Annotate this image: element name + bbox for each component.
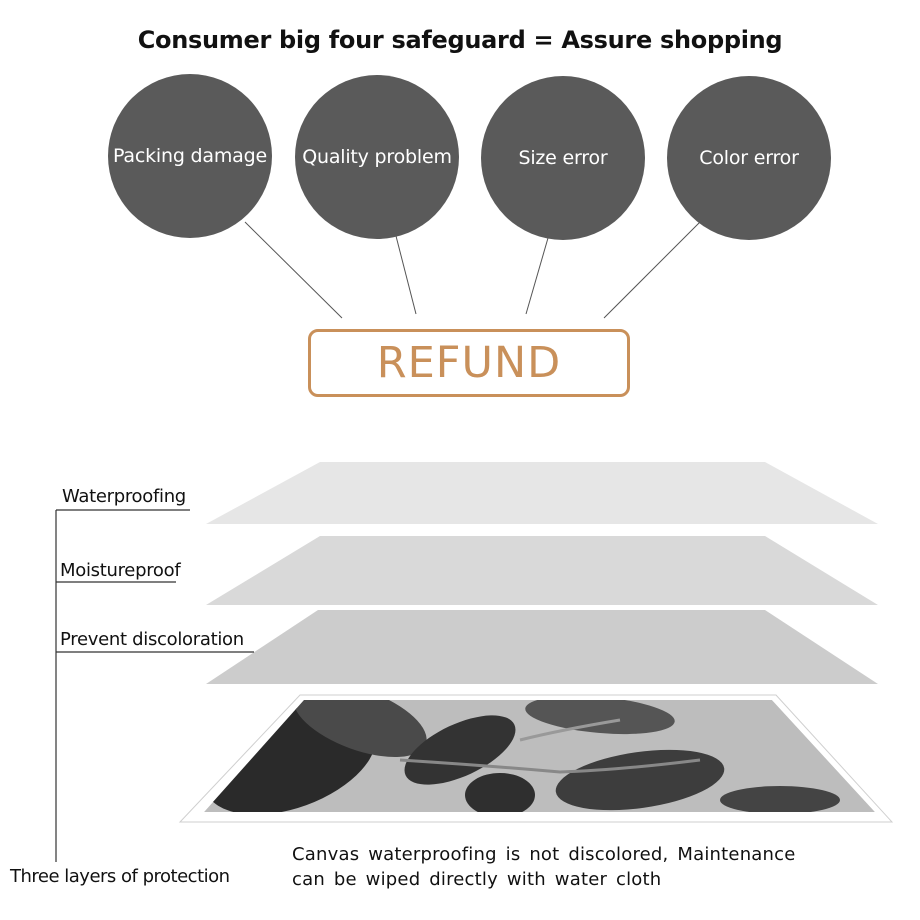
connector-line [525, 237, 549, 315]
safeguard-label: Quality problem [302, 146, 452, 168]
layer-sheet-moistureproof [206, 536, 878, 605]
connector-line [603, 221, 701, 319]
safeguard-label: Color error [699, 147, 799, 169]
layer-label-moistureproof: Moistureproof [60, 560, 181, 581]
layer-sheet-prevent-discoloration [206, 610, 878, 684]
canvas-leaf-image [204, 700, 875, 812]
safeguard-label: Packing damage [113, 145, 267, 167]
refund-box: REFUND [308, 329, 630, 397]
canvas-note: Canvas waterproofing is not discolored, … [292, 842, 796, 892]
safeguard-circle-color-error: Color error [667, 76, 831, 240]
safeguard-label: Size error [518, 147, 608, 169]
layer-sheet-waterproofing [206, 462, 878, 524]
refund-label: REFUND [376, 338, 562, 388]
connector-line [244, 221, 343, 319]
page-title: Consumer big four safeguard = Assure sho… [137, 26, 783, 54]
protection-caption: Three layers of protection [10, 866, 230, 887]
canvas-note-line-1: Canvas waterproofing is not discolored, … [292, 844, 796, 865]
safeguard-circle-size-error: Size error [481, 76, 645, 240]
layer-label-prevent-discoloration: Prevent discoloration [60, 629, 244, 650]
safeguard-circle-packing-damage: Packing damage [108, 74, 272, 238]
canvas-note-line-2: can be wiped directly with water cloth [292, 869, 662, 890]
connector-line [395, 235, 417, 315]
layer-label-waterproofing: Waterproofing [62, 486, 186, 507]
safeguard-circle-quality-problem: Quality problem [295, 75, 459, 239]
